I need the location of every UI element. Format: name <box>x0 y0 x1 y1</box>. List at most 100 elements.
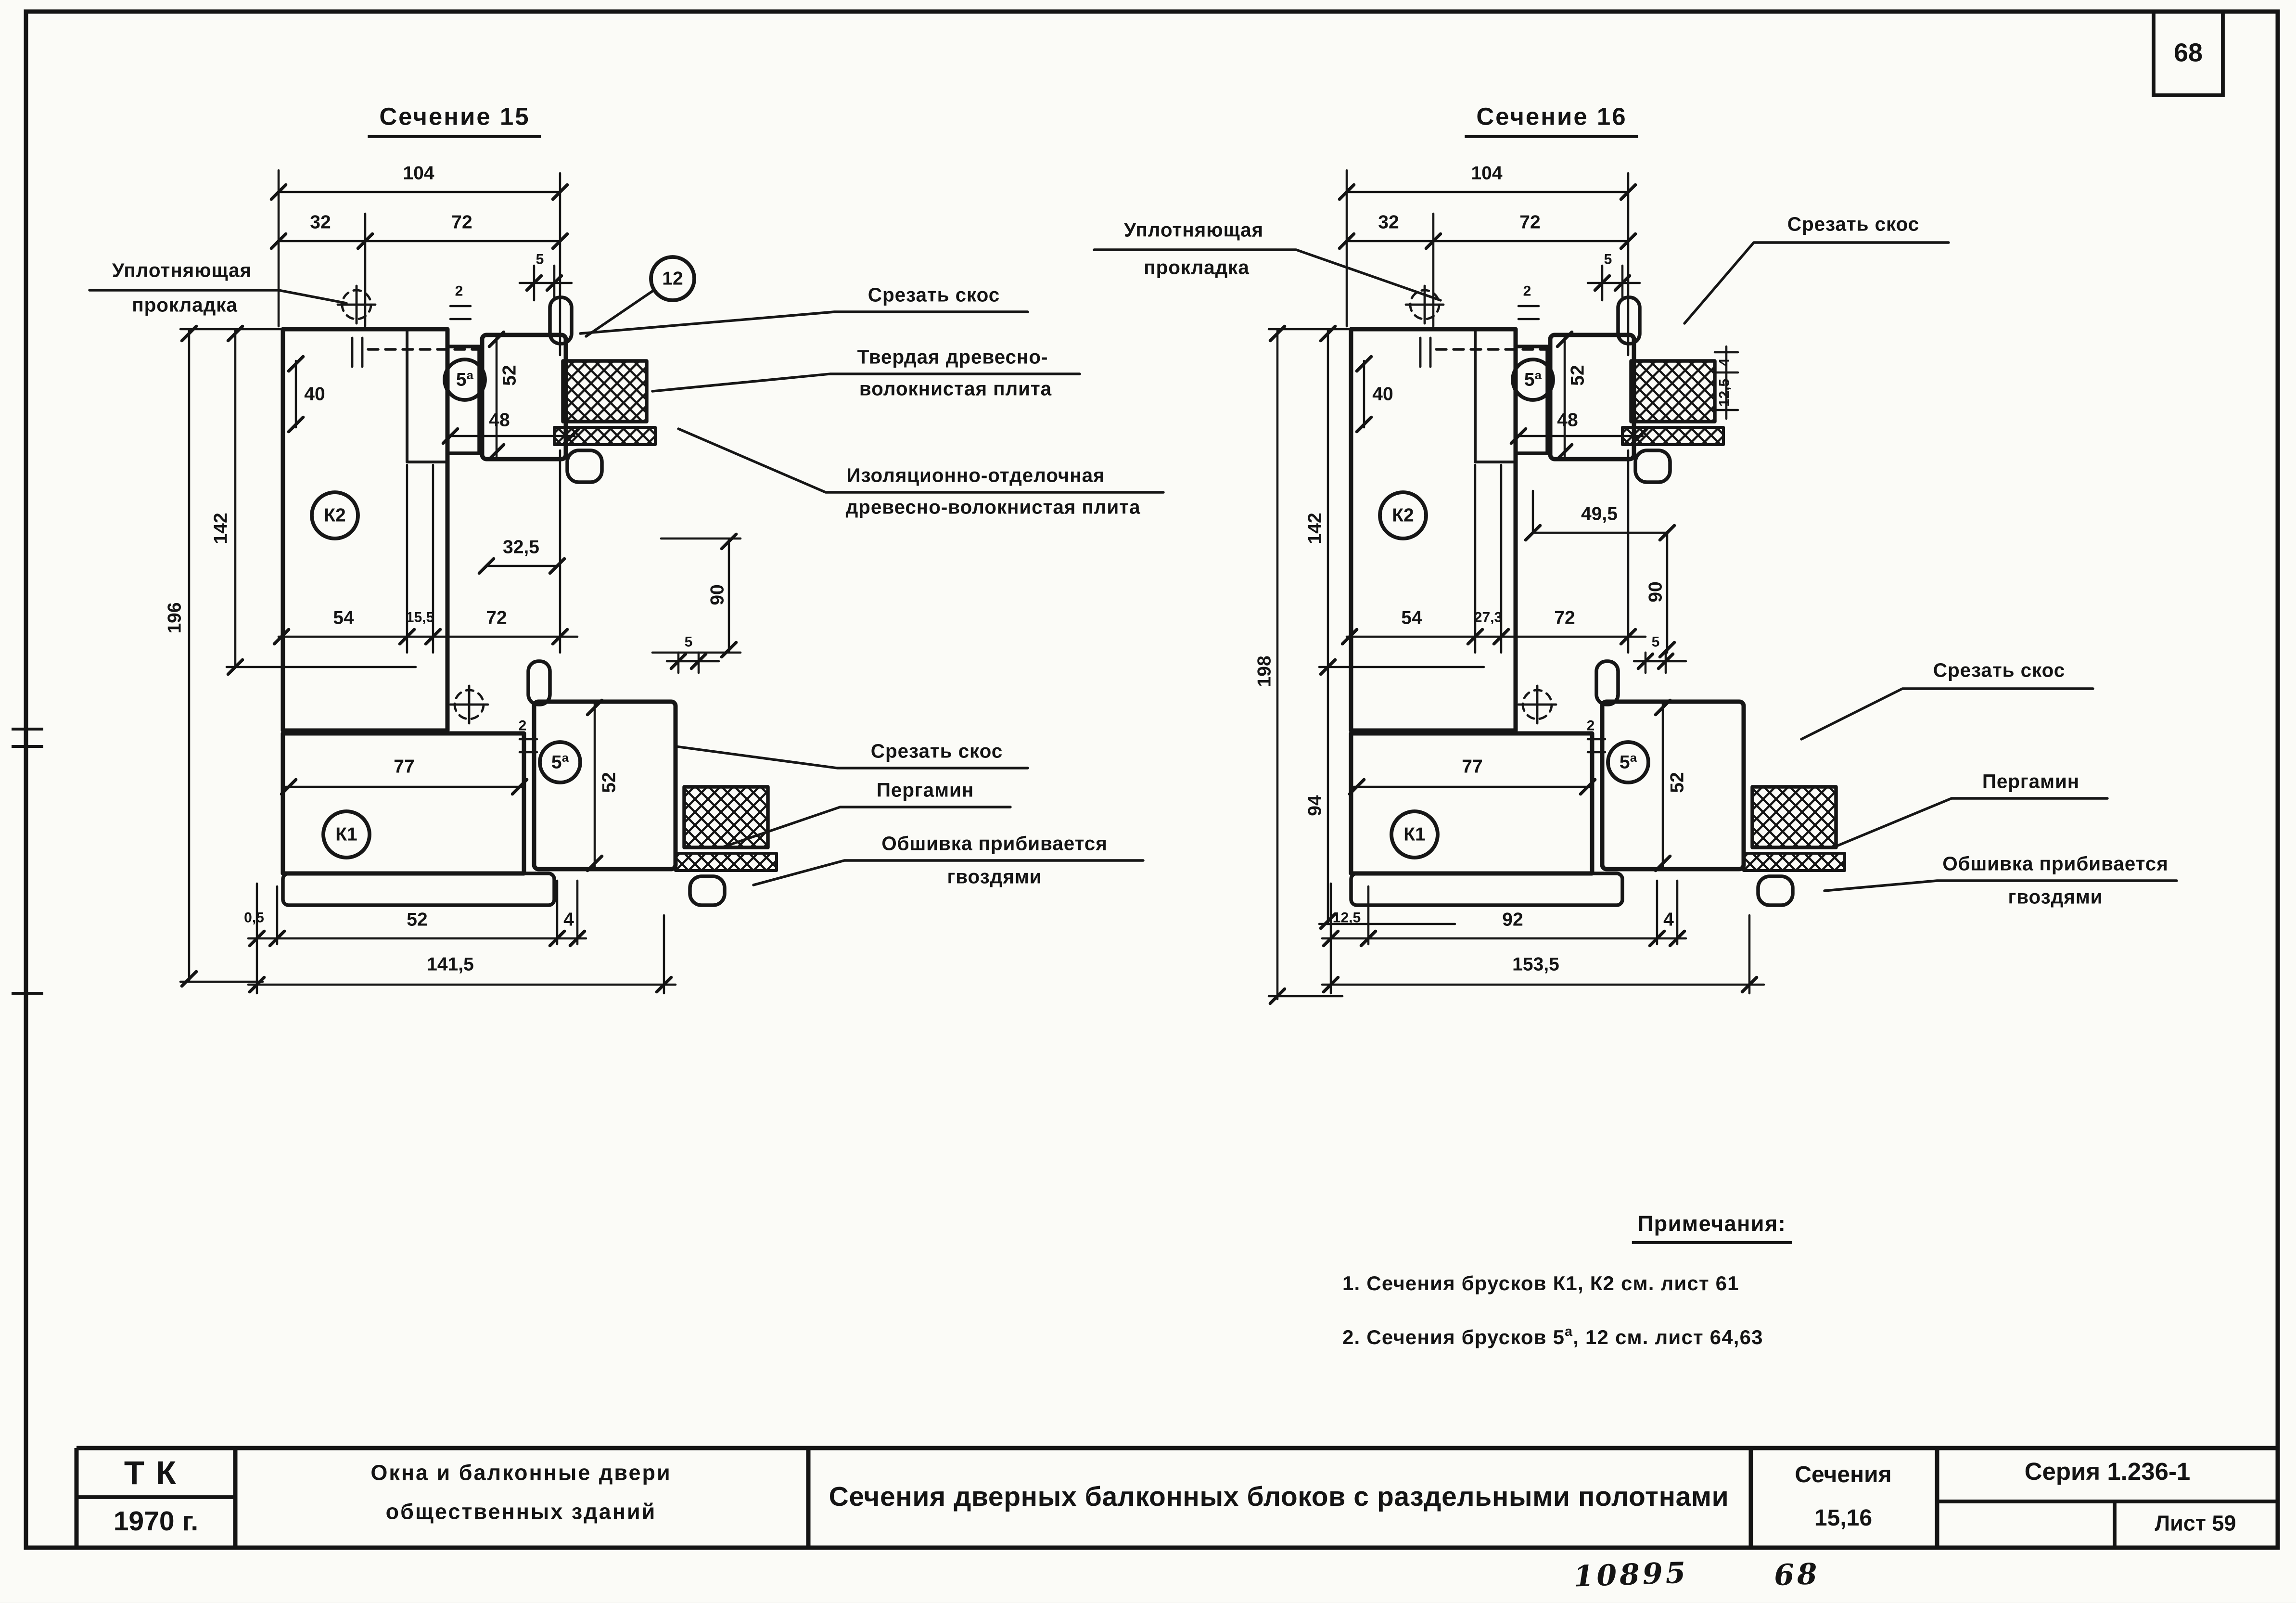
dim-52-low-s16: 52 <box>1666 772 1688 793</box>
callout-gasket-line1: Уплотняющая <box>112 259 252 282</box>
dim-92-s16: 92 <box>1502 908 1523 930</box>
dim-198-s16: 198 <box>1253 655 1275 687</box>
title-block-org: ТК <box>124 1453 188 1491</box>
dim-142-s16: 142 <box>1303 513 1326 544</box>
section16-profile <box>1339 170 1845 905</box>
dim-40: 40 <box>304 383 325 405</box>
part-badge-k2: К2 <box>324 504 346 526</box>
dim-90: 90 <box>706 584 728 605</box>
dim-32-5: 32,5 <box>503 536 539 558</box>
dim-2-low: 2 <box>518 718 527 735</box>
dim-77-s16: 77 <box>1462 755 1483 777</box>
callout-hardboard-line1: Твердая древесно- <box>857 346 1048 368</box>
section15-title: Сечение 15 <box>368 104 542 138</box>
part-badge-5a-bot-s16: 5ª <box>1619 751 1637 773</box>
title-block-grid <box>74 1446 2278 1548</box>
dim-5-top: 5 <box>536 252 544 269</box>
dim-72-s16: 72 <box>1519 211 1541 233</box>
corner-sheet-number: 68 <box>2173 38 2203 67</box>
dim-54: 54 <box>333 606 354 628</box>
part-badge-5a-top-s16: 5ª <box>1524 368 1542 390</box>
dim-72-mid-s16: 72 <box>1554 606 1575 628</box>
dim-2-low-s16: 2 <box>1586 718 1595 735</box>
part-badge-k1: К1 <box>335 823 357 845</box>
callout-hardboard-line2: волокнистая плита <box>859 378 1052 400</box>
note-item-1: 1. Сечения брусков К1, К2 см. лист 61 <box>1342 1271 1739 1295</box>
dim-15-5: 15,5 <box>406 610 434 627</box>
part-badge-k1-s16: К1 <box>1403 823 1426 845</box>
dim-27-3-s16: 27,3 <box>1474 610 1503 627</box>
dim-32: 32 <box>310 211 331 233</box>
part-badge-5a-bot: 5ª <box>551 751 569 773</box>
title-block-section-line1: Сечения <box>1795 1463 1892 1488</box>
dim-72: 72 <box>451 211 472 233</box>
section16-dims-leaders <box>1093 241 2178 1003</box>
callout-pergamin-s16: Пергамин <box>1982 770 2080 793</box>
callout-cut-top: Срезать скос <box>867 284 1000 306</box>
dim-104-s16: 104 <box>1471 162 1503 184</box>
sheet-frame <box>12 9 2280 1550</box>
dim-4-bot: 4 <box>563 908 574 930</box>
callout-sheathing-line2: гвоздями <box>947 866 1042 888</box>
callout-sheathing-line1: Обшивка прибивается <box>881 833 1108 855</box>
note-item-2-prefix: 2. Сечения брусков 5 <box>1342 1325 1565 1348</box>
dim-4-bot-s16: 4 <box>1663 908 1674 930</box>
dim-141-5: 141,5 <box>427 953 474 975</box>
dim-52-bot: 52 <box>407 908 428 930</box>
note-item-2: 2. Сечения брусков 5а, 12 см. лист 64,63 <box>1342 1324 1763 1348</box>
callout-sheathing-line2-s16: гвоздями <box>2008 886 2103 908</box>
title-block-main-title: Сечения дверных балконных блоков с разде… <box>829 1483 1729 1513</box>
dim-49-5-s16: 49,5 <box>1581 502 1618 525</box>
title-block-project-line2: общественных зданий <box>385 1500 657 1525</box>
title-block-project-line1: Окна и балконные двери <box>370 1461 672 1486</box>
dim-90-s16: 90 <box>1644 581 1666 603</box>
callout-cut-top-s16: Срезать скос <box>1787 213 1920 235</box>
dim-52-low: 52 <box>598 772 620 793</box>
dim-5-low-s16: 5 <box>1651 635 1660 651</box>
callout-sheathing-line1-s16: Обшивка прибивается <box>1942 853 2168 875</box>
callout-insulboard-line1: Изоляционно-отделочная <box>846 464 1105 487</box>
part-badge-k2-s16: К2 <box>1392 504 1414 526</box>
dim-12-5-bot-s16: 12,5 <box>1332 911 1361 927</box>
dim-52-top-s16: 52 <box>1566 365 1588 386</box>
dim-94-s16: 94 <box>1303 795 1326 816</box>
section15-dims-leaders <box>88 255 1165 995</box>
part-badge-12: 12 <box>662 267 683 289</box>
dim-2-top-s16: 2 <box>1523 284 1531 300</box>
title-block-sheet: Лист 59 <box>2155 1512 2236 1537</box>
section16-title: Сечение 16 <box>1465 104 1639 138</box>
dim-0-5: 0,5 <box>244 911 264 927</box>
handwritten-sheet-number: 68 <box>1773 1556 1821 1593</box>
dim-142: 142 <box>209 513 231 544</box>
callout-pergamin: Пергамин <box>876 779 974 801</box>
dim-48: 48 <box>489 409 510 431</box>
callout-insulboard-line2: древесно-волокнистая плита <box>845 496 1141 518</box>
dim-5-low: 5 <box>684 635 693 651</box>
title-block-section-line2: 15,16 <box>1814 1506 1873 1531</box>
dim-77: 77 <box>394 755 415 777</box>
dim-4-plate-s16: 4 <box>1717 358 1734 367</box>
callout-cut-bottom-s16: Срезать скос <box>1933 659 2066 681</box>
dim-104: 104 <box>403 162 434 184</box>
dim-54-s16: 54 <box>1401 606 1422 628</box>
dim-40-s16: 40 <box>1372 383 1393 405</box>
dim-5-top-s16: 5 <box>1604 252 1612 269</box>
callout-cut-bottom: Срезать скос <box>870 740 1003 762</box>
note-item-2-suffix: , 12 см. лист 64,63 <box>1573 1325 1763 1348</box>
dim-72-mid: 72 <box>486 606 507 628</box>
dim-2-top: 2 <box>455 284 463 300</box>
handwritten-doc-number: 10895 <box>1573 1555 1689 1594</box>
callout-gasket-line1-s16: Уплотняющая <box>1123 219 1264 241</box>
dim-12-5-plate-s16: 12,5 <box>1717 378 1734 407</box>
title-block-series: Серия 1.236-1 <box>2024 1458 2191 1486</box>
notes-heading: Примечания: <box>1632 1213 1792 1244</box>
part-badge-5a-top: 5ª <box>456 368 474 390</box>
note-item-2-sup: а <box>1565 1324 1573 1340</box>
dim-52-top: 52 <box>498 365 520 386</box>
callout-gasket-line2-s16: прокладка <box>1144 256 1250 279</box>
dim-196: 196 <box>163 602 185 634</box>
title-block-year: 1970 г. <box>113 1507 199 1538</box>
